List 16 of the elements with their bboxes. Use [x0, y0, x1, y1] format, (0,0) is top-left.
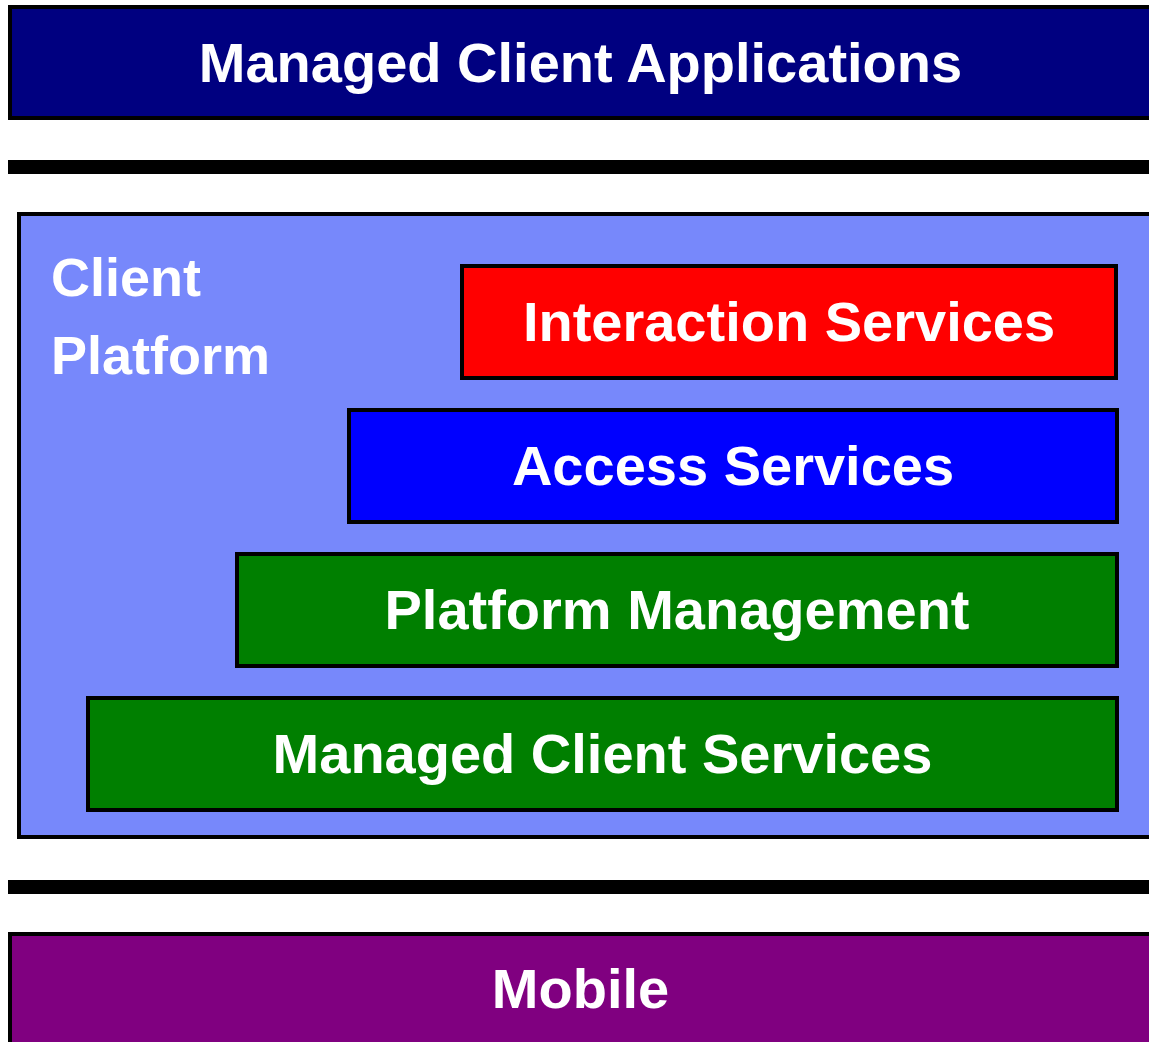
- layer-box: [460, 264, 1118, 380]
- layer-label: Managed Client Services: [271, 723, 934, 785]
- platform-panel: [17, 212, 1149, 839]
- layer-label: Managed Client Applications: [197, 31, 964, 94]
- layer-box: [8, 932, 1149, 1042]
- layer-box: [8, 5, 1149, 120]
- divider-bar: [8, 160, 1149, 174]
- divider-bar: [8, 880, 1149, 894]
- layer-label: Interaction Services: [521, 291, 1057, 353]
- layer-label: Mobile: [490, 958, 671, 1020]
- layer-label: Platform Management: [383, 579, 971, 641]
- layer-label: Access Services: [510, 435, 956, 497]
- layer-box: [235, 552, 1119, 668]
- layer-box: [347, 408, 1119, 524]
- layer-box: [86, 696, 1119, 812]
- panel-title: Client Platform: [51, 246, 272, 388]
